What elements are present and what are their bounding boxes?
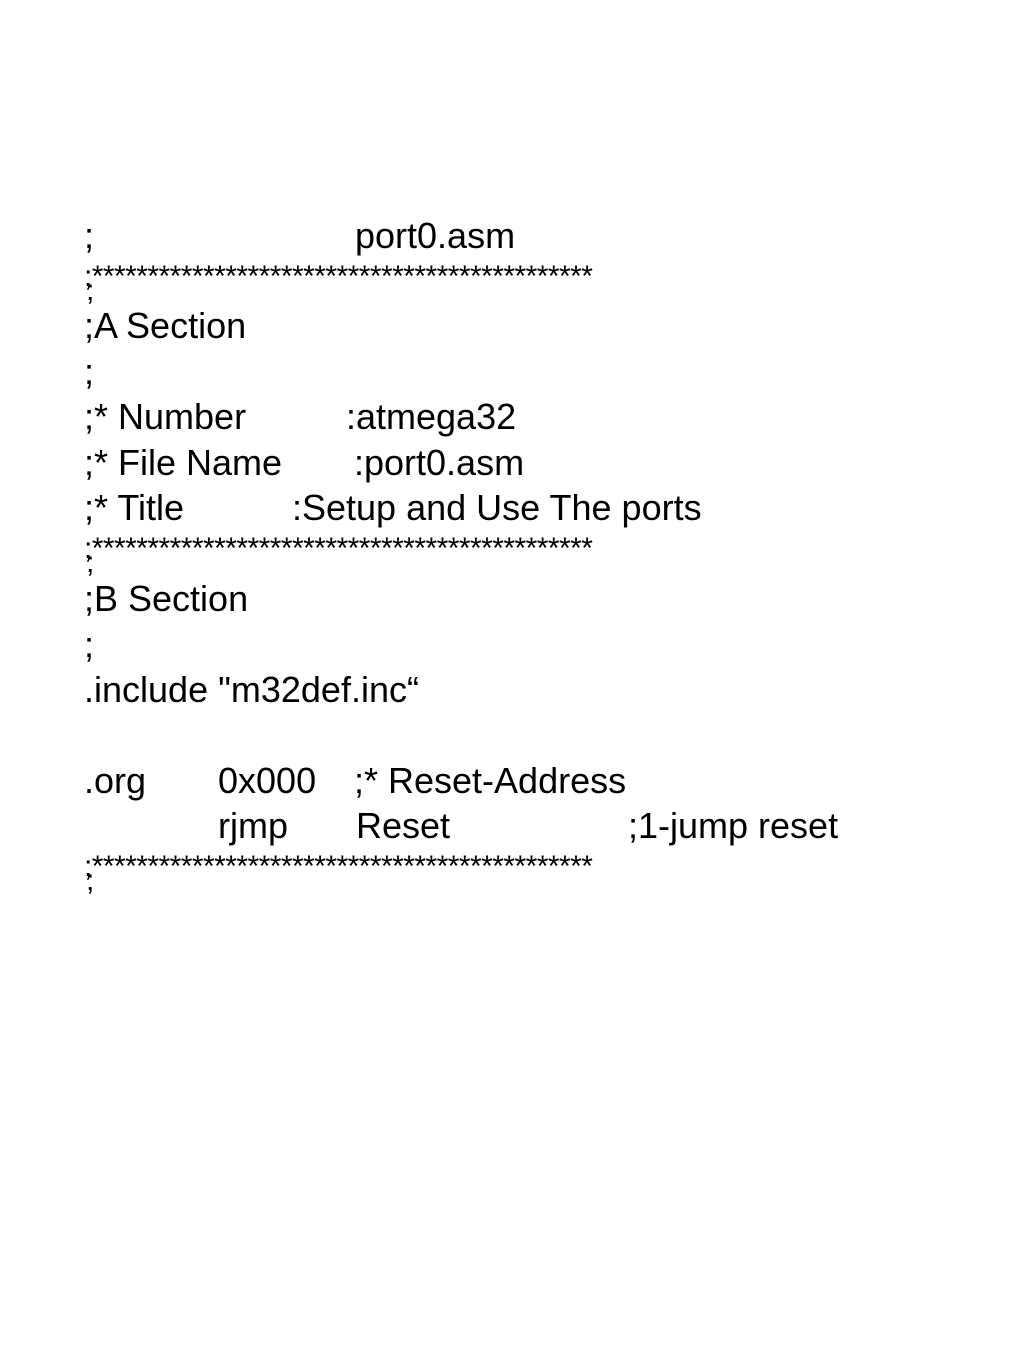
header-semicolon: ; — [84, 215, 95, 256]
separator-line: ;***************************************… — [84, 260, 593, 293]
rjmp-target: Reset — [356, 805, 451, 846]
title-value: :Setup and Use The ports — [292, 487, 702, 528]
title-key: ;* Title — [84, 487, 185, 528]
number-value: :atmega32 — [346, 396, 517, 437]
section-a-blank: ; — [84, 351, 95, 392]
separator-tail: ; — [86, 546, 95, 579]
include-directive: .include "m32def.inc“ — [84, 669, 419, 710]
file-name-value: :port0.asm — [354, 442, 525, 483]
file-name-key: ;* File Name — [84, 442, 283, 483]
section-a-label: ;A Section — [84, 305, 247, 346]
org-address: 0x000 — [218, 760, 317, 801]
number-key: ;* Number — [84, 396, 247, 437]
rjmp-comment: ;1-jump reset — [628, 805, 839, 846]
section-b-label: ;B Section — [84, 578, 249, 619]
separator-line: ;***************************************… — [84, 532, 593, 565]
separator-line: ;***************************************… — [84, 850, 593, 883]
separator-tail: ; — [86, 864, 95, 897]
rjmp-instruction: rjmp — [218, 805, 288, 846]
separator-tail: ; — [86, 274, 95, 307]
org-comment: ;* Reset-Address — [354, 760, 627, 801]
section-b-blank: ; — [84, 624, 95, 665]
org-directive: .org — [84, 760, 147, 801]
header-filename: port0.asm — [355, 215, 516, 256]
